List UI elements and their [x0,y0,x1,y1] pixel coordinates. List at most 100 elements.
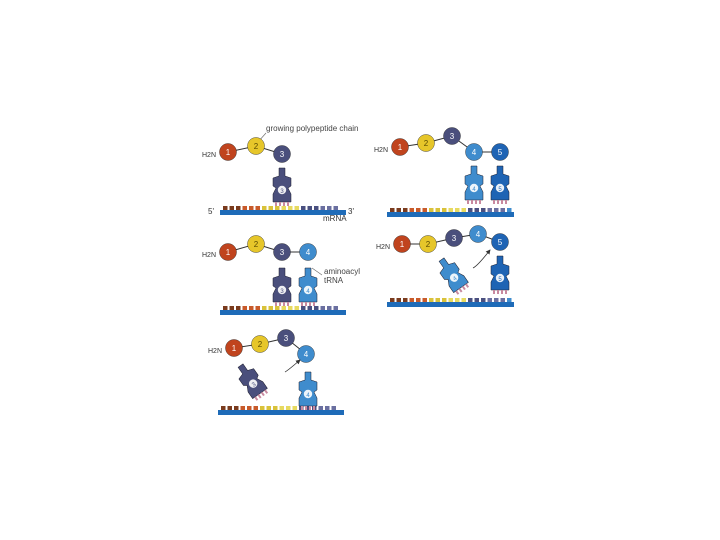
amino-acid-number: 3 [280,248,285,257]
amino-acid-number: 4 [476,230,481,239]
codon-tick [396,298,401,302]
codon-tick [448,298,453,302]
anticodon-number: 4 [306,289,310,295]
trna: 4 [298,371,318,410]
codon-tick [429,298,434,302]
anticodon-base [313,406,315,410]
codon-tick [455,298,460,302]
amino-acid-bead [391,138,409,156]
amino-acid-bead [219,243,237,261]
codon-tick [396,208,401,212]
amino-acid-number: 4 [306,248,311,257]
codon-tick [255,206,260,210]
codon-tick [240,406,245,410]
codon-tick [227,406,232,410]
amino-terminus-label: H2N [376,244,390,251]
codon-tick [327,306,332,310]
codon-tick [442,298,447,302]
amino-terminus-label: H2N [202,252,216,259]
codon-tick [331,406,336,410]
anticodon-base [254,396,259,401]
trna: 5 [490,165,510,204]
amino-acid-bead [445,229,463,247]
release-arrow [472,249,491,269]
codon-tick [500,298,505,302]
amino-acid-number: 3 [284,334,289,343]
codon-tick [288,206,293,210]
trna-body [298,267,318,303]
trna: 3 [237,363,269,401]
codon-tick [255,306,260,310]
anticodon-number: 4 [306,393,310,399]
codon-tick [474,298,479,302]
trna-body [272,267,292,303]
codon-tick [279,406,284,410]
codon-tick [301,206,306,210]
amino-acid-bead [247,235,265,253]
anticodon-base [257,394,262,399]
amino-acid-number: 2 [426,240,431,249]
amino-acid-number: 3 [280,150,285,159]
amino-acid-number: 1 [400,240,405,249]
codon-tick [318,406,323,410]
anticodon-base [275,202,277,206]
codon-tick [314,306,319,310]
anticodon-base [497,290,499,294]
anticodon-circle [303,285,313,295]
amino-acid-bead [297,345,315,363]
mrna-strand [387,212,514,217]
aminoacyl-leader [311,267,323,276]
codon-tick [474,208,479,212]
codon-tick [288,306,293,310]
trna: 4 [298,267,318,306]
trna: 4 [438,257,470,295]
anticodon-base [301,302,303,306]
amino-acid-number: 2 [258,340,263,349]
anticodon-base [467,200,469,204]
codon-tick [307,206,312,210]
codon-tick [422,298,427,302]
mrna-strand [220,210,346,215]
codon-tick [260,406,265,410]
codon-tick [236,206,241,210]
codon-tick [249,206,254,210]
codon-tick [416,208,421,212]
aminoacyl-label-line2: tRNA [324,276,344,285]
amino-acid-number: 5 [498,238,503,247]
anticodon-base [475,200,477,204]
anticodon-number: 5 [498,187,502,193]
codon-tick [507,208,512,212]
codon-tick [320,306,325,310]
mrna-strand [387,302,514,307]
amino-acid-bead [299,243,317,261]
anticodon-number: 3 [280,189,284,195]
codon-tick [435,298,440,302]
trna-body [272,167,292,203]
codon-tick [275,306,280,310]
release-arrow [284,359,301,373]
amino-acid-bead [277,329,295,347]
codon-tick [494,208,499,212]
amino-acid-number: 2 [254,240,259,249]
amino-acid-number: 2 [424,139,429,148]
codon-tick [273,406,278,410]
amino-acid-number: 2 [254,142,259,151]
anticodon-base [260,391,265,397]
codon-tick [223,206,228,210]
codon-tick [305,406,310,410]
amino-acid-bead [465,143,483,161]
anticodon-base [305,406,307,410]
amino-acid-bead [419,235,437,253]
codon-tick [223,306,228,310]
three-prime-label: 3' [348,207,354,216]
anticodon-circle [277,285,287,295]
amino-acid-number: 4 [304,350,309,359]
codon-tick [409,298,414,302]
anticodon-base [283,202,285,206]
codon-tick [292,406,297,410]
anticodon-base [505,290,507,294]
codon-tick [468,298,473,302]
codon-tick [253,406,258,410]
codon-tick [507,298,512,302]
codon-tick [221,406,226,410]
